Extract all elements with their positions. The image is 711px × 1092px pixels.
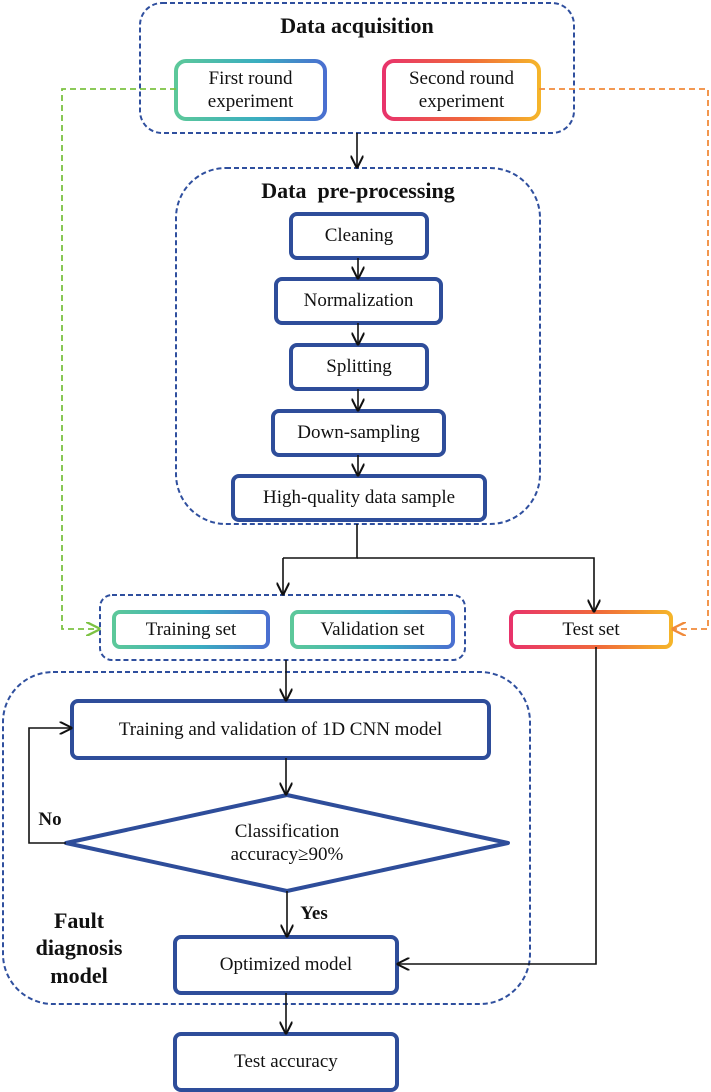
validation-set-label: Validation set	[320, 618, 425, 640]
first-round-label: First round experiment	[176, 61, 325, 119]
model-title-line-1: Fault	[53, 907, 105, 933]
down-sampling-label: Down-sampling	[297, 422, 420, 444]
training-step-label: Training and validation of 1D CNN model	[118, 718, 443, 740]
green-dashed-connector	[61, 88, 176, 629]
decision-line-1: Classification	[234, 820, 340, 842]
arrow-no-loop	[28, 728, 71, 844]
orange-dashed-connector	[539, 88, 709, 629]
no-label: No	[38, 809, 62, 831]
acquisition-title: Data acquisition	[280, 12, 434, 38]
high-quality-label: High-quality data sample	[262, 487, 456, 509]
preprocessing-title: Data pre-processing	[261, 177, 455, 203]
normalization-label: Normalization	[303, 290, 414, 312]
validation-set-box	[290, 610, 455, 649]
test-accuracy-label: Test accuracy	[234, 1051, 338, 1073]
second-round-line-2: experiment	[418, 91, 505, 112]
second-round-box	[382, 59, 541, 121]
model-title-line-2: diagnosis	[35, 935, 123, 961]
test-set-label: Test set	[562, 618, 620, 640]
arrow-test-to-optimized	[398, 647, 597, 964]
optimized-model-label: Optimized model	[219, 954, 353, 976]
training-set-box	[112, 610, 270, 649]
first-round-line-1: First round	[208, 67, 293, 89]
second-round-line-1: Second round	[408, 67, 514, 89]
model-title: Fault diagnosis model	[24, 902, 134, 994]
cleaning-label: Cleaning	[324, 225, 394, 247]
arrow-to-test-set	[357, 557, 594, 611]
decision-line-2: accuracy≥90%	[230, 844, 344, 865]
decision-label: Classification accuracy≥90%	[170, 815, 404, 871]
splitting-label: Splitting	[326, 356, 392, 378]
cleaning-box	[289, 212, 429, 260]
model-title-line-3: model	[50, 962, 108, 988]
training-set-label: Training set	[145, 618, 237, 640]
second-round-label: Second round experiment	[384, 61, 539, 119]
first-round-box	[174, 59, 327, 121]
yes-label: Yes	[300, 903, 328, 925]
first-round-line-2: experiment	[207, 91, 294, 112]
split-connector	[283, 524, 358, 559]
